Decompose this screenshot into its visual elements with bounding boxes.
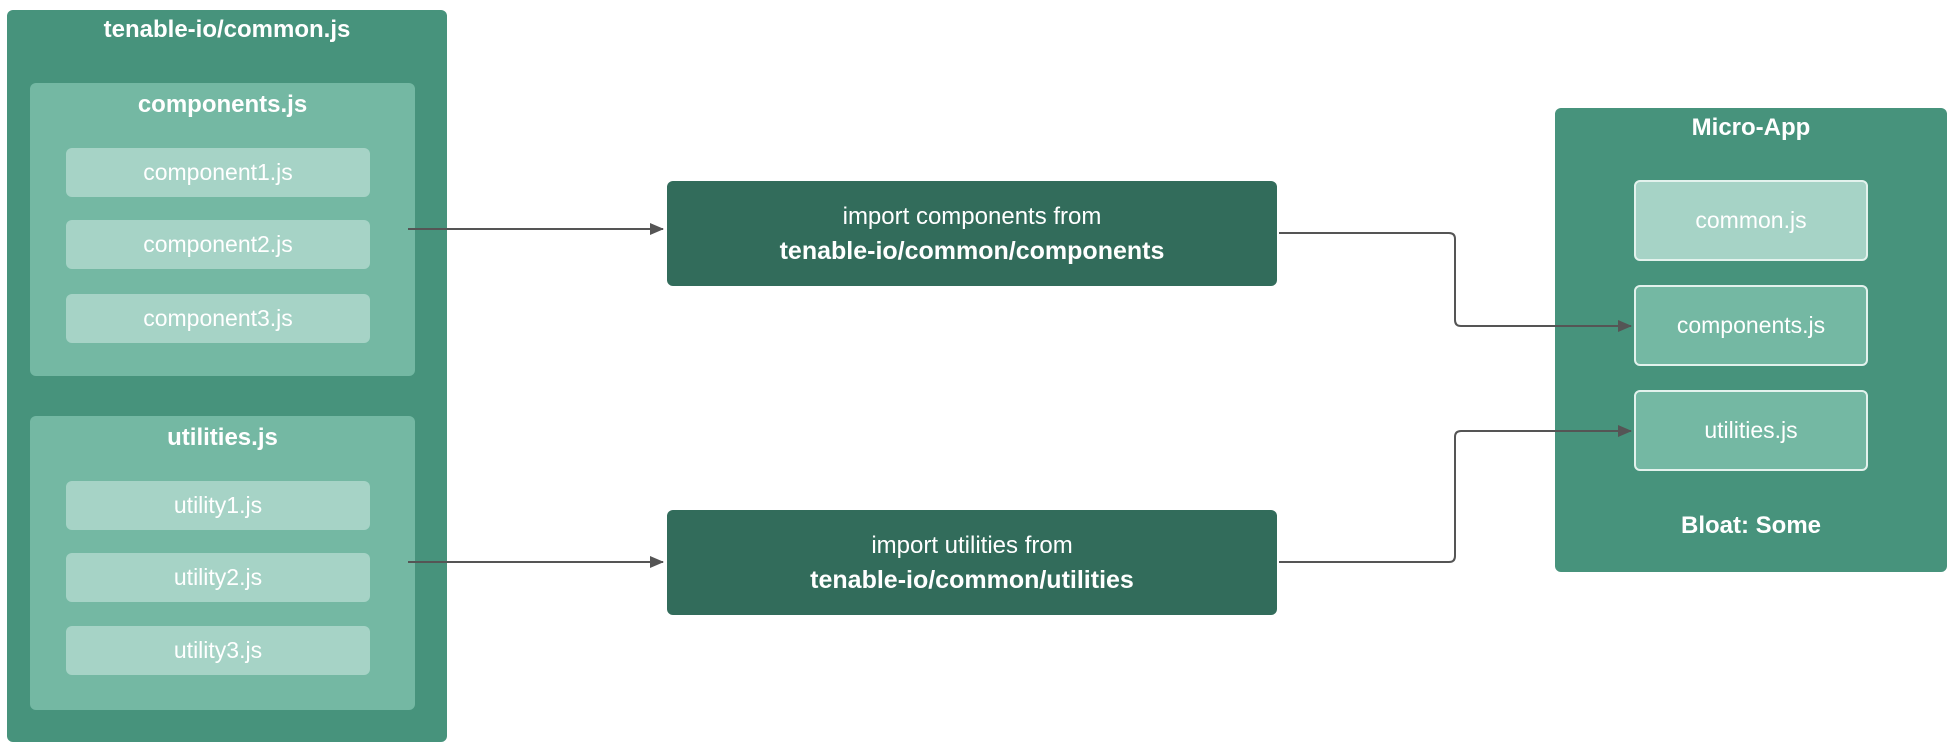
arrow-import-utilities-to-microapp (1279, 425, 1632, 563)
micro-app-components-item: components.js (1634, 285, 1868, 366)
import-components-path: tenable-io/common/components (779, 236, 1165, 265)
components-group-title: components.js (137, 91, 308, 118)
common-package-title: tenable-io/common.js (103, 16, 351, 43)
components-group: components.js component1.js component2.j… (30, 83, 415, 376)
component3-item: component3.js (66, 294, 370, 343)
micro-app-utilities-item: utilities.js (1634, 390, 1868, 471)
bloat-label: Bloat: Some (1680, 512, 1821, 539)
import-components-box: import components from tenable-io/common… (667, 181, 1277, 286)
utility3-item: utility3.js (66, 626, 370, 675)
import-utilities-path: tenable-io/common/utilities (810, 565, 1134, 594)
utility2-item: utility2.js (66, 553, 370, 602)
import-utilities-line1: import utilities from (871, 531, 1073, 559)
micro-app-box: Micro-App common.js components.js utilit… (1555, 108, 1947, 572)
utilities-group-title: utilities.js (167, 424, 278, 451)
micro-app-title: Micro-App (1691, 114, 1811, 141)
component1-item: component1.js (66, 148, 370, 197)
component2-item: component2.js (66, 220, 370, 269)
micro-app-common-item: common.js (1634, 180, 1868, 261)
import-components-line1: import components from (842, 202, 1102, 230)
utilities-group: utilities.js utility1.js utility2.js uti… (30, 416, 415, 710)
common-package-box: tenable-io/common.js components.js compo… (7, 10, 447, 742)
arrow-import-components-to-microapp (1279, 232, 1632, 332)
import-utilities-box: import utilities from tenable-io/common/… (667, 510, 1277, 615)
utility1-item: utility1.js (66, 481, 370, 530)
